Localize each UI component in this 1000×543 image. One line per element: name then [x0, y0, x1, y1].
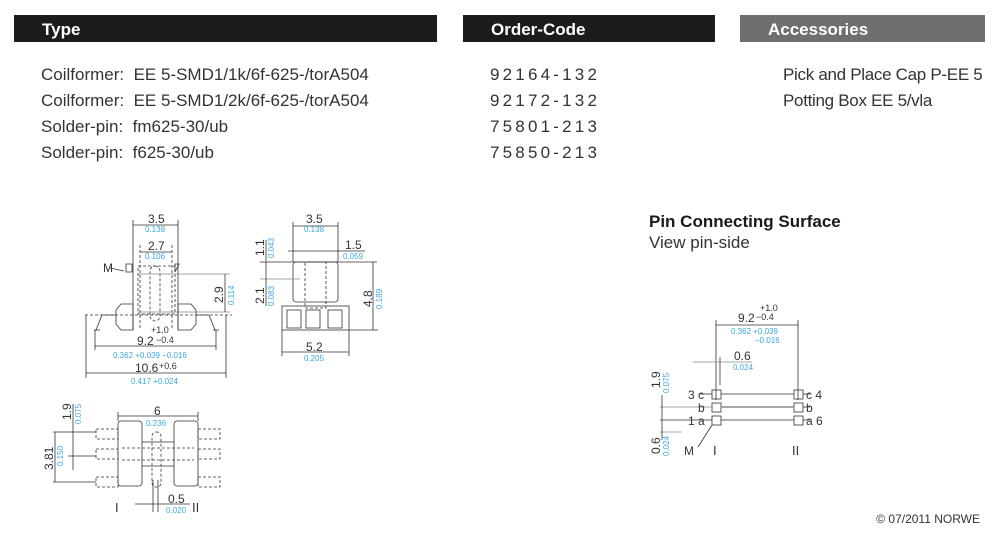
- side-h2-in: 0.083: [267, 285, 276, 306]
- top-view-drawing: [53, 404, 221, 512]
- pins-side-left: I: [713, 443, 717, 458]
- top-pin-mm: 0.5: [168, 492, 185, 506]
- front-total-tol: +0.6: [159, 361, 177, 371]
- top-pin-in: 0.020: [166, 506, 187, 515]
- top-pitch-mm: 1.9: [60, 403, 74, 420]
- top-span-mm: 3.81: [42, 446, 56, 470]
- type-list: Coilformer: EE 5-SMD1/1k/6f-625-/torA504…: [41, 62, 369, 166]
- front-h-in: 0.114: [227, 285, 236, 305]
- type-item: Solder-pin: fm625-30/ub: [41, 117, 229, 136]
- front-d2-mm: 2.7: [148, 239, 165, 253]
- pins-w-in-minus: −0.016: [755, 336, 780, 345]
- front-h-mm: 2.9: [212, 286, 226, 303]
- front-d1-mm: 3.5: [148, 212, 165, 226]
- pins-w-tol-plus: +1.0: [760, 303, 778, 313]
- side-h-mm: 4.8: [361, 290, 375, 307]
- top-w-mm: 6: [154, 404, 161, 418]
- type-item: Coilformer: EE 5-SMD1/1k/6f-625-/torA504: [41, 65, 369, 84]
- front-total-in: 0.417 +0.024: [131, 377, 178, 386]
- accessory-item: Pick and Place Cap P-EE 5: [783, 65, 983, 84]
- front-d1-in: 0.138: [145, 225, 166, 234]
- pins-off-in: 0.024: [662, 435, 671, 456]
- side-h-in: 0.189: [375, 288, 384, 309]
- top-side-right: II: [192, 500, 199, 515]
- pin-label-left-top: 3 c: [688, 388, 704, 402]
- top-pitch-in: 0.075: [74, 403, 83, 424]
- pins-pitch-mm: 1.9: [649, 371, 663, 388]
- side-w-in: 0.205: [304, 354, 325, 363]
- front-w-mm: 9.2: [137, 334, 154, 348]
- accessories-list: Pick and Place Cap P-EE 5 Potting Box EE…: [783, 62, 983, 114]
- side-h2-mm: 2.1: [253, 287, 267, 304]
- order-code-list: 92164-132 92172-132 75801-213 75850-213: [490, 62, 600, 166]
- pins-marker: M: [684, 444, 694, 458]
- pin-label-right-bottom: a 6: [806, 414, 823, 428]
- accessory-item: Potting Box EE 5/vla: [783, 91, 932, 110]
- top-side-left: I: [115, 500, 119, 515]
- order-code-item: 75801-213: [490, 117, 601, 136]
- side-t-in: 0.043: [267, 237, 276, 258]
- front-total-mm: 10.6: [135, 361, 159, 375]
- pin-label-left-mid: b: [698, 401, 705, 415]
- pins-pin-mm: 0.6: [734, 349, 751, 363]
- pin-label-left-bottom: 1 a: [688, 414, 705, 428]
- pins-side-right: II: [792, 443, 799, 458]
- order-code-item: 92172-132: [490, 91, 601, 110]
- type-item: Coilformer: EE 5-SMD1/2k/6f-625-/torA504: [41, 91, 369, 110]
- pin-surface-title: Pin Connecting Surface: [649, 212, 841, 231]
- pin-surface-subtitle: View pin-side: [649, 233, 750, 252]
- side-d1-in: 0.138: [304, 225, 325, 234]
- pins-pin-in: 0.024: [733, 363, 754, 372]
- pin-label-right-mid: b: [806, 401, 813, 415]
- pin-surface-drawing: [660, 320, 810, 448]
- pins-pitch-in: 0.075: [662, 372, 671, 393]
- front-w-tol-plus: +1.0: [151, 325, 169, 335]
- top-span-in: 0.150: [56, 445, 65, 466]
- pins-w-in: 0.362 +0.039: [731, 327, 778, 336]
- side-view-drawing: [260, 222, 378, 356]
- front-marker: M: [103, 261, 113, 275]
- pins-w-mm: 9.2: [738, 311, 755, 325]
- order-code-item: 75850-213: [490, 143, 601, 162]
- type-header: Type: [14, 15, 437, 42]
- order-code-item: 92164-132: [490, 65, 601, 84]
- top-w-in: 0.236: [146, 419, 167, 428]
- side-p-mm: 1.5: [345, 238, 362, 252]
- accessories-header: Accessories: [740, 15, 985, 42]
- side-t-mm: 1.1: [253, 239, 267, 256]
- side-d1-mm: 3.5: [306, 212, 323, 226]
- side-p-in: 0.059: [343, 252, 364, 261]
- pin-label-right-top: c 4: [806, 388, 822, 402]
- copyright: © 07/2011 NORWE: [876, 512, 980, 526]
- front-w-in: 0.362 +0.039 −0.016: [113, 351, 187, 360]
- order-code-header: Order-Code: [463, 15, 715, 42]
- front-view-drawing: [85, 220, 232, 378]
- type-item: Solder-pin: f625-30/ub: [41, 143, 214, 162]
- side-w-mm: 5.2: [306, 340, 323, 354]
- pins-w-tol-minus: −0.4: [756, 312, 774, 322]
- pins-off-mm: 0.6: [649, 437, 663, 454]
- front-d2-in: 0.106: [145, 252, 166, 261]
- front-w-tol-minus: −0.4: [156, 335, 174, 345]
